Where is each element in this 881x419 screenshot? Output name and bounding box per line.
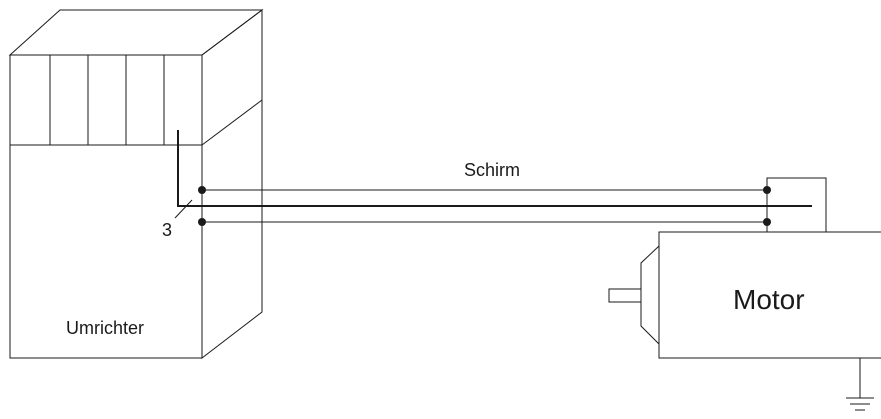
cable: Schirm [177,130,812,226]
shield-clamp-node [198,218,206,226]
cabinet-side-face [201,9,263,360]
motor-end-cap [640,244,660,346]
ground-icon [846,397,874,411]
motor: Motor [608,177,881,411]
cabinet-front-face [9,54,203,359]
motor-label: Motor [733,284,805,315]
motor-shaft [608,288,641,303]
shield-clamp-node [198,186,206,194]
callout-number: 3 [162,220,172,240]
cabinet-top-face [8,9,264,56]
converter-label: Umrichter [66,318,144,338]
shield-label: Schirm [464,160,520,180]
core-conductor [177,130,812,207]
shield-clamp-node [763,186,771,194]
cabinet-side-divider [201,99,263,146]
callout-leader [174,199,193,219]
converter-cabinet: Umrichter [8,9,264,360]
callout-3: 3 [162,199,193,240]
shield-clamp-node [763,218,771,226]
